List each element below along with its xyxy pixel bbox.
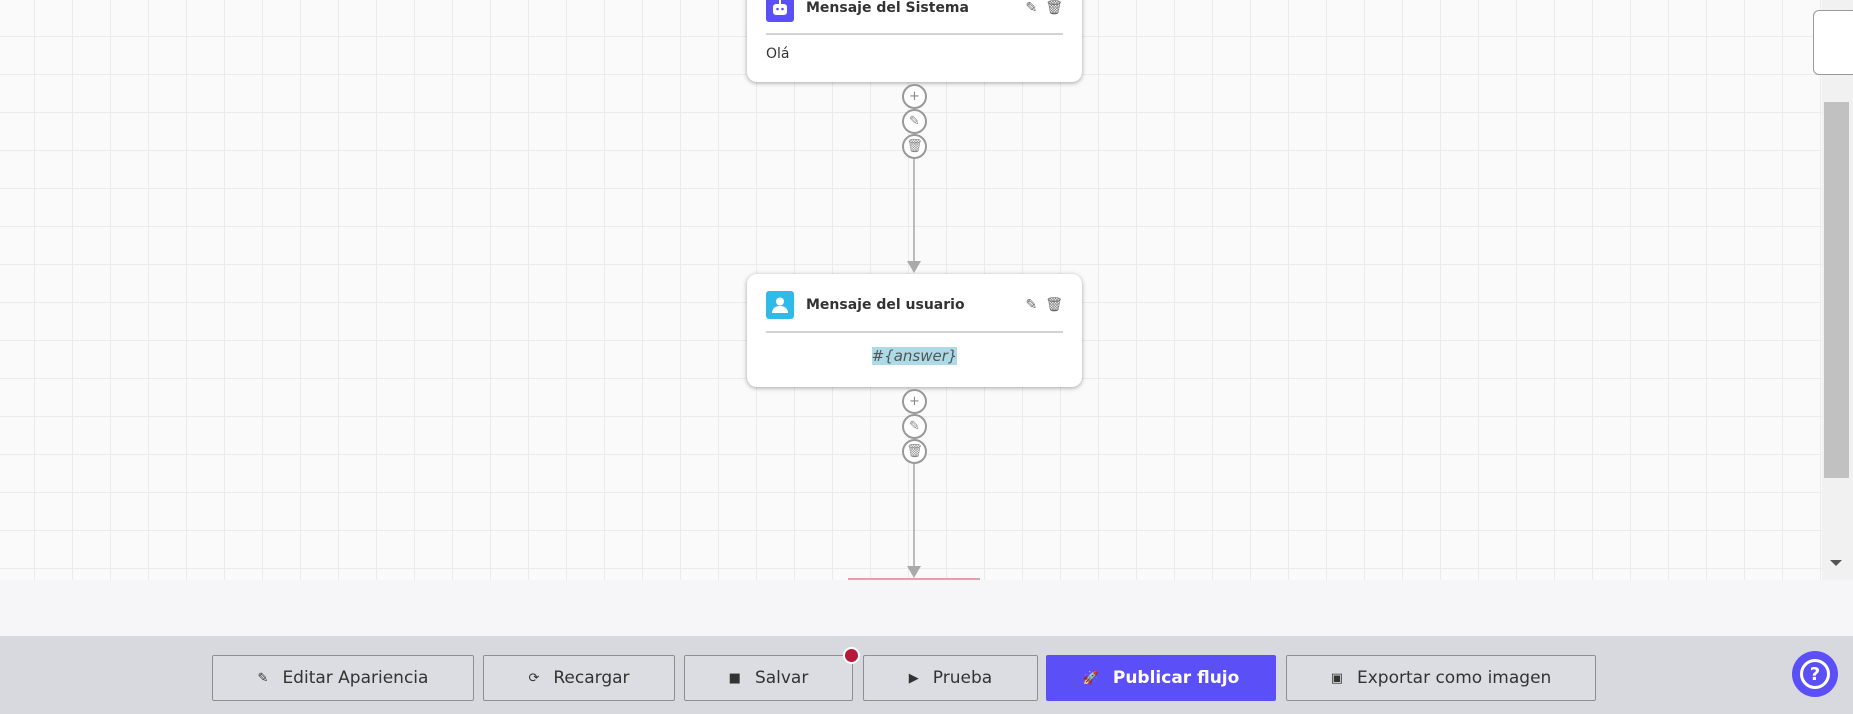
bottom-toolbar: ✎Editar Apariencia ⟳Recargar ■Salvar ▶Pr… <box>0 636 1853 714</box>
trash-icon[interactable]: 🗑 <box>1045 0 1063 16</box>
add-node-button[interactable]: + <box>902 84 927 109</box>
edit-icon[interactable]: ✎ <box>1025 297 1038 313</box>
node-body: #{answer} <box>871 347 958 365</box>
user-icon <box>766 291 794 319</box>
node-title: Mensaje del Sistema <box>806 0 969 16</box>
arrow-icon <box>907 261 921 273</box>
next-node-edge <box>848 578 980 580</box>
edit-connection-button[interactable]: ✎ <box>902 414 927 439</box>
rocket-icon: 🚀 <box>1082 670 1099 686</box>
minimap[interactable] <box>1813 10 1853 75</box>
reload-button[interactable]: ⟳Recargar <box>483 655 675 701</box>
edit-icon[interactable]: ✎ <box>1025 0 1038 16</box>
node-title: Mensaje del usuario <box>806 297 965 313</box>
vertical-scrollbar[interactable] <box>1822 0 1853 580</box>
edit-appearance-button[interactable]: ✎Editar Apariencia <box>212 655 474 701</box>
scroll-down-arrow-icon[interactable] <box>1830 560 1842 566</box>
connector-line <box>913 159 915 263</box>
divider <box>766 331 1063 333</box>
edit-connection-button[interactable]: ✎ <box>902 109 927 134</box>
export-image-button[interactable]: ▣Exportar como imagen <box>1286 655 1596 701</box>
image-icon: ▣ <box>1330 670 1343 686</box>
node-body: Olá <box>766 46 790 62</box>
play-icon: ▶ <box>908 670 919 686</box>
help-button[interactable]: ? <box>1792 651 1838 697</box>
test-button[interactable]: ▶Prueba <box>863 655 1038 701</box>
node-system-message[interactable]: Mensaje del Sistema ✎ 🗑 Olá <box>747 0 1082 82</box>
save-icon: ■ <box>728 670 741 686</box>
node-user-message[interactable]: Mensaje del usuario ✎ 🗑 #{answer} <box>747 274 1082 387</box>
delete-connection-button[interactable]: 🗑 <box>902 134 927 159</box>
divider <box>766 33 1063 35</box>
robot-icon <box>766 0 794 22</box>
unsaved-changes-badge <box>843 647 860 664</box>
edit-icon: ✎ <box>257 670 269 686</box>
refresh-icon: ⟳ <box>528 670 540 686</box>
flow-canvas[interactable]: Mensaje del Sistema ✎🗑 Olá + ✎ 🗑 Mensaje… <box>0 0 1822 580</box>
arrow-icon <box>907 566 921 578</box>
delete-connection-button[interactable]: 🗑 <box>902 439 927 464</box>
scrollbar-thumb[interactable] <box>1824 102 1849 478</box>
publish-flow-button[interactable]: 🚀Publicar flujo <box>1046 655 1276 701</box>
trash-icon[interactable]: 🗑 <box>1045 297 1063 313</box>
add-node-button[interactable]: + <box>902 389 927 414</box>
connector-line <box>913 464 915 568</box>
question-icon: ? <box>1800 659 1830 689</box>
save-button[interactable]: ■Salvar <box>684 655 853 701</box>
